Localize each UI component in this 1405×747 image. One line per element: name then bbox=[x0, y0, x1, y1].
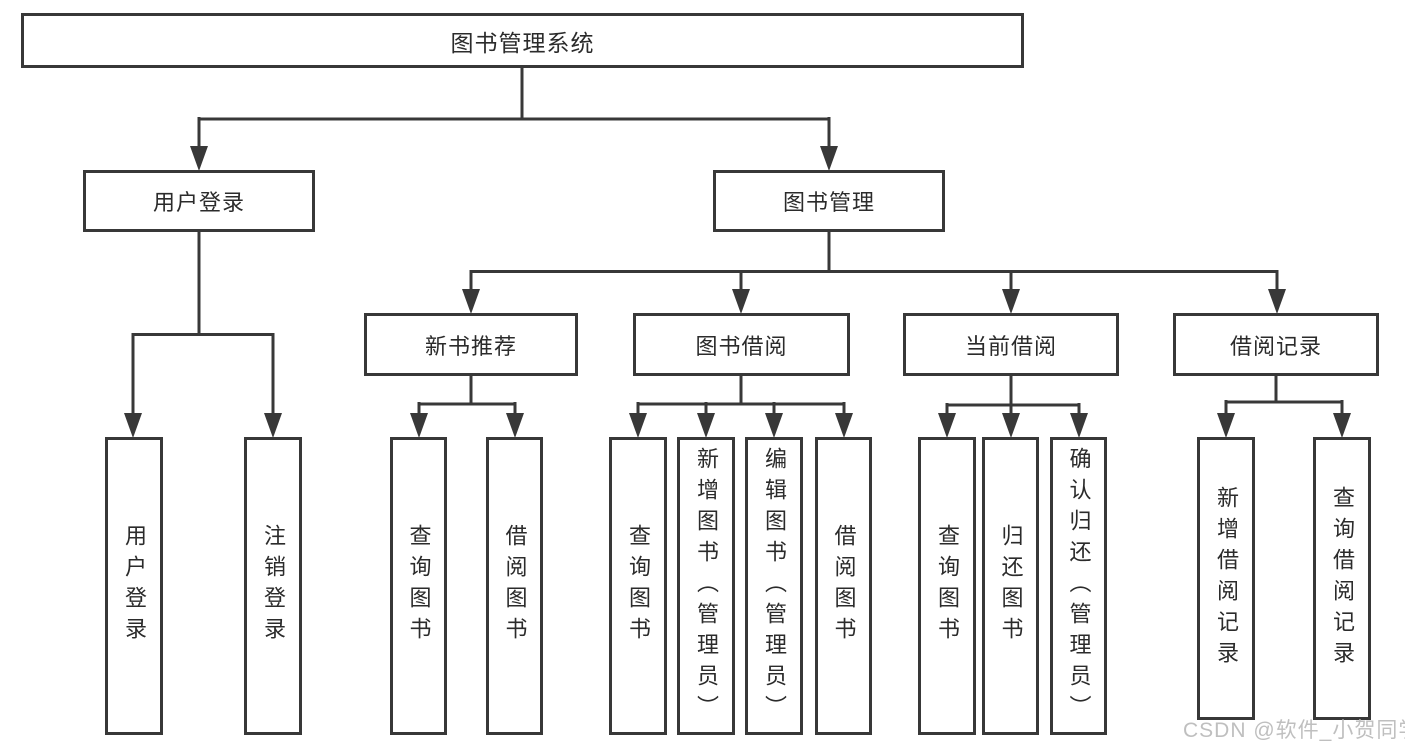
arrowhead-icon bbox=[1070, 413, 1088, 438]
arrowhead-icon bbox=[264, 413, 282, 438]
node-root: 图书管理系统 bbox=[21, 13, 1024, 68]
arrowhead-icon bbox=[629, 413, 647, 438]
node-new-book-recommend: 新书推荐 bbox=[364, 313, 578, 376]
arrowhead-icon bbox=[410, 413, 428, 438]
connector-new-book-recommend-children bbox=[410, 376, 524, 438]
arrowhead-icon bbox=[938, 413, 956, 438]
leaf-add-books-label: 新增图书（管理员） bbox=[694, 446, 719, 726]
connector-book-borrow-children bbox=[629, 376, 853, 438]
leaf-query-books-1: 查询图书 bbox=[390, 437, 447, 735]
arrowhead-icon bbox=[1217, 413, 1235, 438]
arrowhead-icon bbox=[697, 413, 715, 438]
arrowhead-icon bbox=[732, 289, 750, 314]
arrowhead-icon bbox=[1268, 289, 1286, 314]
leaf-query-borrow-record-label: 查询借阅记录 bbox=[1330, 485, 1355, 672]
leaf-return-books: 归还图书 bbox=[982, 437, 1039, 735]
leaf-edit-books: 编辑图书（管理员） bbox=[745, 437, 803, 735]
leaf-query-books-3-label: 查询图书 bbox=[935, 524, 960, 648]
node-root-label: 图书管理系统 bbox=[450, 29, 595, 56]
arrowhead-icon bbox=[1333, 413, 1351, 438]
leaf-return-books-label: 归还图书 bbox=[998, 524, 1024, 648]
arrowhead-icon bbox=[1002, 413, 1020, 438]
arrowhead-icon bbox=[835, 413, 853, 438]
node-current-borrow-label: 当前借阅 bbox=[964, 333, 1057, 359]
connector-borrow-record-children bbox=[1217, 376, 1351, 438]
node-user-login-label: 用户登录 bbox=[152, 190, 245, 215]
leaf-add-borrow-record: 新增借阅记录 bbox=[1197, 437, 1255, 720]
leaf-borrow-books-2-label: 借阅图书 bbox=[831, 524, 857, 648]
leaf-borrow-books-2: 借阅图书 bbox=[815, 437, 872, 735]
leaf-query-books-3: 查询图书 bbox=[918, 437, 976, 735]
leaf-user-login: 用户登录 bbox=[105, 437, 163, 735]
arrowhead-icon bbox=[1002, 289, 1020, 314]
leaf-add-borrow-record-label: 新增借阅记录 bbox=[1214, 485, 1239, 672]
leaf-query-borrow-record: 查询借阅记录 bbox=[1313, 437, 1371, 720]
node-user-login: 用户登录 bbox=[83, 170, 315, 232]
leaf-confirm-return: 确认归还（管理员） bbox=[1050, 437, 1107, 735]
leaf-logout-label: 注销登录 bbox=[261, 524, 286, 648]
leaf-query-books-1-label: 查询图书 bbox=[406, 524, 432, 648]
connector-current-borrow-children bbox=[938, 376, 1088, 438]
arrowhead-icon bbox=[506, 413, 524, 438]
leaf-edit-books-label: 编辑图书（管理员） bbox=[762, 446, 787, 726]
node-book-management-label: 图书管理 bbox=[782, 190, 875, 215]
node-book-borrow-label: 图书借阅 bbox=[695, 333, 788, 359]
leaf-logout: 注销登录 bbox=[244, 437, 302, 735]
node-current-borrow: 当前借阅 bbox=[903, 313, 1119, 376]
connector-root-to-level1 bbox=[190, 68, 838, 171]
arrowhead-icon bbox=[765, 413, 783, 438]
arrowhead-icon bbox=[820, 146, 838, 171]
arrowhead-icon bbox=[190, 146, 208, 171]
node-borrow-record: 借阅记录 bbox=[1173, 313, 1379, 376]
arrowhead-icon bbox=[124, 413, 142, 438]
leaf-query-books-2: 查询图书 bbox=[609, 437, 667, 735]
connector-user-login-children bbox=[124, 232, 282, 438]
leaf-borrow-books-1: 借阅图书 bbox=[486, 437, 543, 735]
leaf-add-books: 新增图书（管理员） bbox=[677, 437, 735, 735]
arrowhead-icon bbox=[462, 289, 480, 314]
leaf-query-books-2-label: 查询图书 bbox=[626, 524, 651, 648]
node-borrow-record-label: 借阅记录 bbox=[1229, 333, 1322, 359]
node-book-borrow: 图书借阅 bbox=[633, 313, 850, 376]
node-new-book-recommend-label: 新书推荐 bbox=[424, 333, 517, 359]
node-book-management: 图书管理 bbox=[713, 170, 945, 232]
leaf-user-login-label: 用户登录 bbox=[122, 524, 147, 648]
watermark: CSDN @软件_小贺同学 bbox=[1183, 719, 1405, 742]
leaf-borrow-books-1-label: 借阅图书 bbox=[502, 524, 528, 648]
leaf-confirm-return-label: 确认归还（管理员） bbox=[1066, 446, 1092, 726]
connector-book-management-children bbox=[462, 232, 1286, 314]
